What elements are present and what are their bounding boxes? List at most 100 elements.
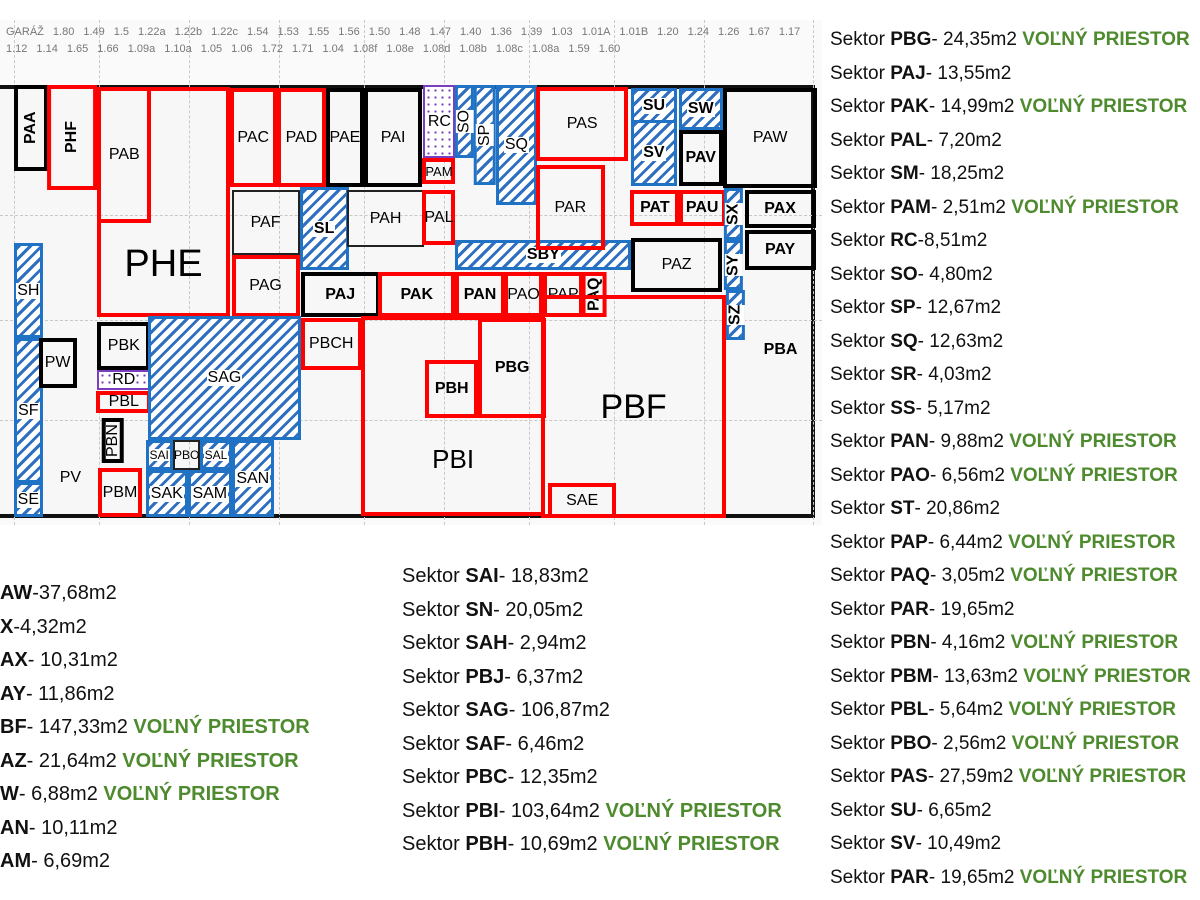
sector-prefix: Sektor [830, 665, 891, 687]
room-sector: SAE [548, 483, 617, 518]
room-label: PAK [400, 285, 434, 303]
sector-code: AW [0, 582, 33, 604]
sector-code: SAI [465, 565, 499, 587]
sector-rest: - 6,88m2 [18, 783, 104, 805]
room-label: PAA [22, 111, 40, 145]
grid-line [0, 320, 822, 321]
sector-status-badge: VOĽNÝ PRIESTOR [1010, 565, 1178, 586]
sector-prefix: Sektor [830, 397, 891, 419]
room-label: SAM [191, 484, 229, 502]
room-label: PAO [507, 285, 540, 303]
room-label: PAX [764, 200, 796, 217]
sector-prefix: Sektor [830, 29, 891, 50]
sector-rest: - 10,31m2 [27, 649, 118, 671]
sector-status-badge: VOĽNÝ PRIESTOR [603, 833, 780, 855]
room-number: 1.14 [36, 43, 58, 55]
sector-code: SV [890, 833, 916, 854]
sector-prefix: Sektor [830, 866, 891, 888]
room-number: 1.49 [83, 26, 105, 38]
sector-code: PAL [890, 129, 927, 151]
sector-prefix: Sektor [830, 766, 891, 787]
room-label: RD [111, 371, 137, 388]
sector-entry: Sektor PAM- 2,51m2 VOĽNÝ PRIESTOR [830, 191, 1191, 225]
room-sector: PV [44, 455, 96, 500]
room-number: 1.08d [422, 43, 451, 55]
sector-rest: - 20,86m2 [914, 498, 1001, 519]
sector-entry: Sektor PAP- 6,44m2 VOĽNÝ PRIESTOR [830, 526, 1191, 560]
room-label: PBO [173, 448, 200, 462]
sector-prefix: Sektor [830, 163, 891, 184]
room-sector: SBY [455, 240, 632, 270]
room-sector: SF [14, 338, 43, 483]
room-sector: PAM [422, 158, 456, 184]
sector-entry: AW-37,68m2 [0, 577, 310, 611]
sector-code: PAS [890, 766, 928, 787]
sector-rest: - 13,55m2 [925, 62, 1012, 84]
room-sector: PAS [535, 87, 629, 161]
room-number: 1.20 [657, 26, 679, 38]
sector-code: AN [0, 816, 29, 839]
sector-prefix: Sektor [830, 799, 891, 821]
sector-entry: Sektor PBC- 12,35m2 [402, 761, 782, 795]
room-sector: PBK [97, 322, 151, 370]
room-sector: PBG [478, 318, 547, 418]
room-number: 1.26 [718, 26, 740, 38]
sector-prefix: Sektor [830, 330, 891, 352]
sector-rest: - 7,20m2 [926, 129, 1002, 151]
room-sector: PBH [425, 360, 479, 418]
room-sector: SP [474, 85, 497, 185]
sector-code: AM [0, 850, 32, 872]
room-number: 1.36 [490, 26, 512, 38]
room-number: 1.47 [429, 26, 451, 38]
sector-entry: Sektor PBJ- 6,37m2 [402, 661, 782, 695]
sector-code: SO [890, 263, 918, 285]
sector-prefix: Sektor [830, 230, 891, 251]
room-number: 1.53 [277, 26, 299, 38]
sector-code: PBM [890, 665, 933, 687]
room-number: 1.65 [66, 43, 89, 55]
room-sector: SAM [188, 470, 232, 517]
sector-status-badge: VOĽNÝ PRIESTOR [1008, 531, 1176, 553]
sector-entry: Sektor PBO- 2,56m2 VOĽNÝ PRIESTOR [830, 727, 1191, 761]
sector-prefix: Sektor [830, 129, 891, 151]
sector-rest: - 24,35m2 [931, 29, 1023, 50]
sector-entry: Sektor PBN- 4,16m2 VOĽNÝ PRIESTOR [830, 626, 1191, 660]
sector-rest: - 20,05m2 [493, 598, 584, 621]
sector-entry: Sektor SS- 5,17m2 [830, 392, 1191, 426]
room-label: PAD [285, 128, 318, 146]
room-number: 1.08e [386, 43, 414, 55]
sector-entry: AN- 10,11m2 [0, 812, 310, 846]
sector-prefix: Sektor [830, 196, 891, 218]
sector-rest: - 10,69m2 [507, 833, 604, 855]
sector-status-badge: VOĽNÝ PRIESTOR [1019, 96, 1188, 117]
sector-entry: Sektor PAJ- 13,55m2 [830, 57, 1191, 91]
room-label: SP [476, 124, 495, 146]
sector-code: PAM [890, 196, 932, 218]
sector-entry: X-4,32m2 [0, 611, 310, 645]
sector-entry: Sektor PBM- 13,63m2 VOĽNÝ PRIESTOR [830, 660, 1191, 694]
sector-code: SM [890, 163, 919, 184]
sector-rest: - 10,11m2 [28, 816, 118, 839]
room-sector: SQ [496, 85, 537, 205]
room-label: SZ [726, 304, 745, 326]
room-number: 1.67 [748, 26, 770, 38]
sector-code: SN [465, 598, 494, 621]
room-sector: PAH [346, 190, 425, 247]
sector-prefix: Sektor [402, 699, 466, 721]
grid-line [704, 20, 706, 525]
sector-entry: Sektor PAL- 7,20m2 [830, 124, 1191, 158]
room-number: 1.08c [495, 43, 523, 55]
room-label: PHF [63, 121, 81, 154]
sector-status-badge: VOĽNÝ PRIESTOR [1011, 732, 1180, 754]
sector-status-badge: VOĽNÝ PRIESTOR [1023, 665, 1191, 687]
room-sector: PW [38, 338, 77, 388]
room-sector: PAJ [300, 272, 380, 317]
grid-line [0, 420, 822, 421]
sector-rest: - 103,64m2 [498, 799, 606, 822]
sector-status-badge: VOĽNÝ PRIESTOR [1010, 632, 1179, 653]
sector-prefix: Sektor [402, 766, 466, 788]
room-sector: PAF [231, 190, 300, 255]
room-sector: PAA [14, 85, 49, 171]
sector-prefix: Sektor [830, 431, 891, 452]
